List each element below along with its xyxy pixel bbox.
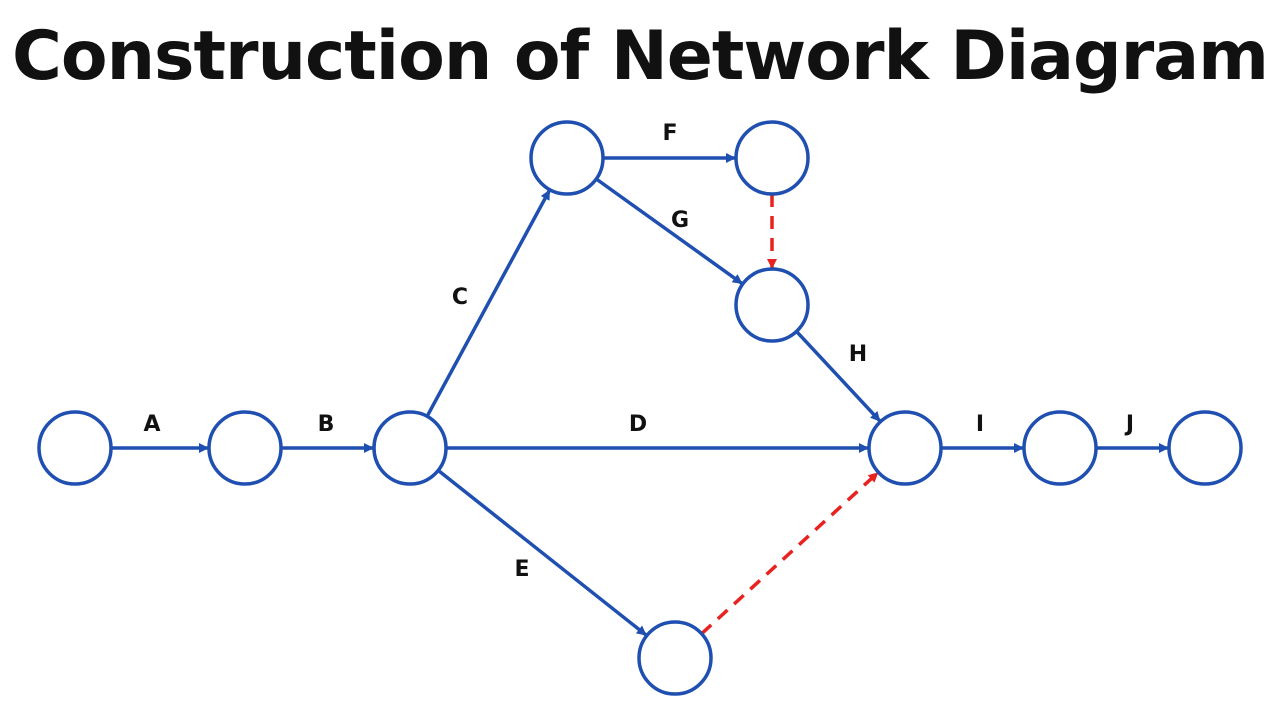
activity-label-j: J xyxy=(1124,412,1134,437)
event-node-n8 xyxy=(867,410,943,486)
activity-label-h: H xyxy=(849,342,867,367)
event-node-n4 xyxy=(529,120,605,196)
event-node-n9 xyxy=(1022,410,1098,486)
dummy-activity-arrow xyxy=(700,471,879,635)
event-node-n3 xyxy=(372,410,448,486)
activity-arrow-c xyxy=(425,189,551,418)
activity-label-g: G xyxy=(671,208,689,233)
event-node-n2 xyxy=(207,410,283,486)
activity-label-d: D xyxy=(629,412,647,437)
activity-label-b: B xyxy=(318,412,335,437)
labels-layer: A B C D E F G H I J xyxy=(143,121,1134,582)
nodes-layer xyxy=(37,120,1243,696)
activity-label-a: A xyxy=(143,412,160,437)
event-node-n5 xyxy=(734,120,810,196)
event-node-n10 xyxy=(1167,410,1243,486)
activity-label-c: C xyxy=(452,285,468,310)
edges-layer xyxy=(111,153,1169,637)
activity-arrow-h xyxy=(795,330,882,423)
page-title: Construction of Network Diagram xyxy=(12,17,1269,96)
event-node-n6 xyxy=(734,267,810,343)
event-node-n7 xyxy=(637,620,713,696)
activity-label-f: F xyxy=(662,121,677,146)
activity-label-e: E xyxy=(514,557,529,582)
activity-arrow-g xyxy=(595,177,743,285)
activity-arrow-e xyxy=(437,469,648,637)
activity-label-i: I xyxy=(976,412,984,437)
event-node-n1 xyxy=(37,410,113,486)
